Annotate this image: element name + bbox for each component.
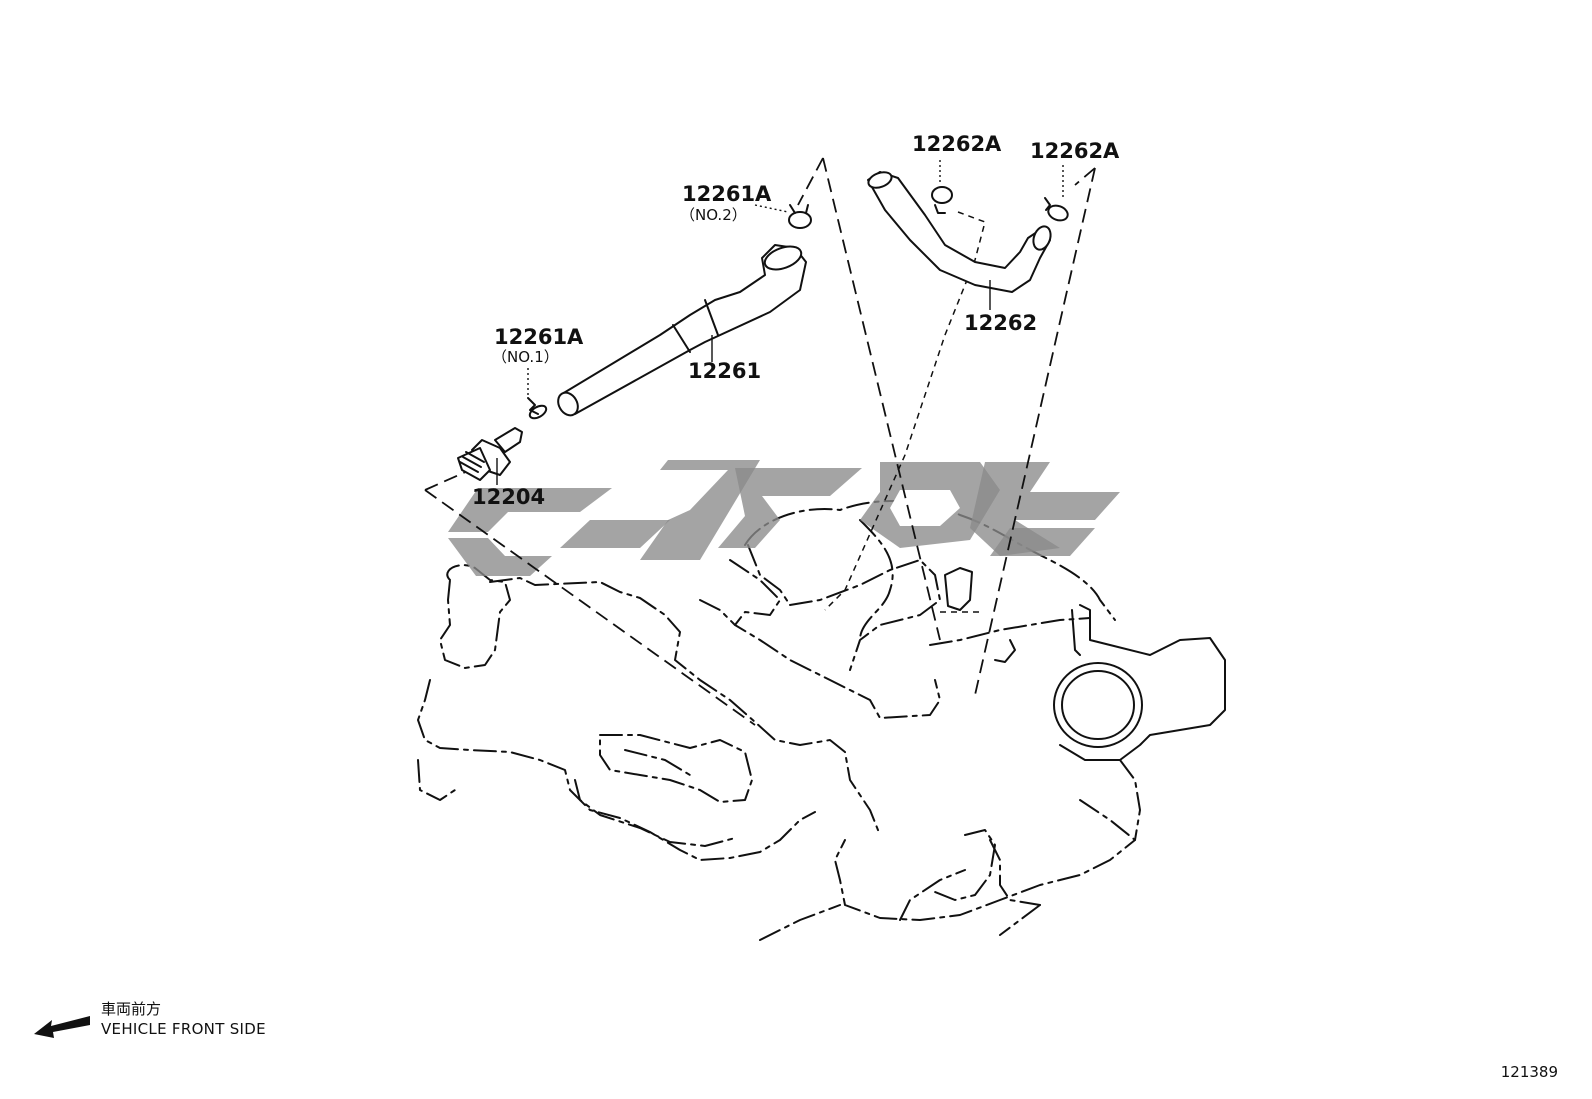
label-12261a-no1-note: （NO.1） xyxy=(492,348,559,366)
throttle-body-bore xyxy=(1053,662,1143,748)
label-12262a-left: 12262A xyxy=(912,132,1002,156)
watermark-logo xyxy=(448,460,1120,576)
engine-outline xyxy=(417,499,1226,941)
arrow-left-icon xyxy=(34,1016,90,1038)
part-12261a-no2-clip xyxy=(754,204,812,229)
label-12262: 12262 xyxy=(964,311,1037,335)
drawing-number: 121389 xyxy=(1500,1063,1558,1081)
part-12262a-right-clip xyxy=(1044,165,1069,222)
label-12204: 12204 xyxy=(472,485,545,509)
vehicle-front-label-en: VEHICLE FRONT SIDE xyxy=(101,1020,266,1038)
assembly-dashed-lines xyxy=(424,157,1096,726)
label-12261a-no1: 12261A xyxy=(494,325,584,349)
label-12262a-right: 12262A xyxy=(1030,139,1120,163)
part-12262a-left-clip xyxy=(931,160,953,214)
label-12261: 12261 xyxy=(688,359,761,383)
part-12262-ventilation-hose xyxy=(867,171,1052,310)
part-12204-pcv-valve xyxy=(457,427,523,485)
label-12261a-no2-note: （NO.2） xyxy=(680,206,747,224)
part-12261-ventilation-hose xyxy=(557,244,807,417)
label-12261a-no2: 12261A xyxy=(682,182,772,206)
oil-filler-boss xyxy=(944,567,973,611)
vehicle-front-label-jp: 車両前方 xyxy=(101,1000,162,1018)
vehicle-front-indicator: 車両前方 VEHICLE FRONT SIDE xyxy=(34,996,334,1046)
part-12261a-no1-clip xyxy=(527,368,548,420)
